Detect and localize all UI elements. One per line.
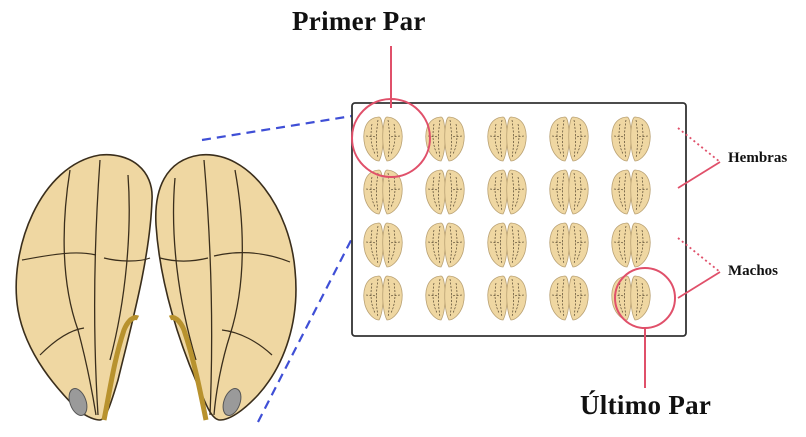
zoom-line-top xyxy=(202,116,352,140)
big-wing-right-icon xyxy=(156,155,296,420)
females-label: Hembras xyxy=(728,150,787,167)
last-pair-label: Último Par xyxy=(580,390,711,421)
big-wing-left-icon xyxy=(16,155,152,420)
first-pair-label: Primer Par xyxy=(292,6,426,37)
males-label: Machos xyxy=(728,263,778,280)
